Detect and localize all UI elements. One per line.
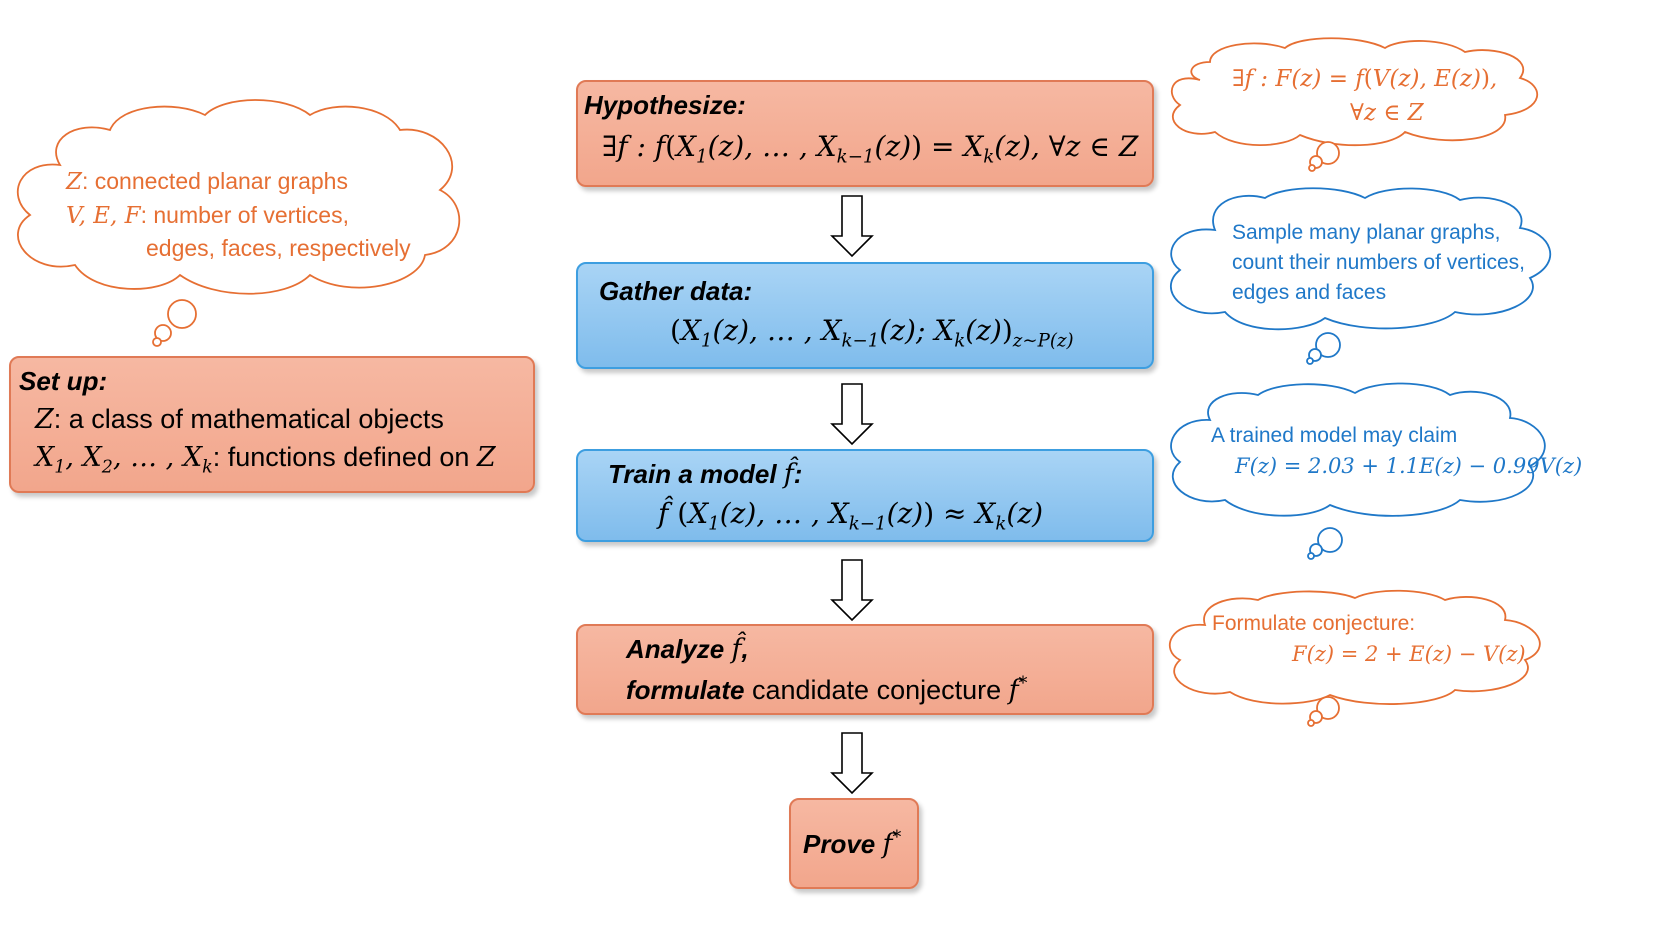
setup-line-1: Z: a class of mathematical objects: [35, 404, 444, 435]
cloud-gather-line-1: Sample many planar graphs,: [1232, 221, 1501, 244]
setup-box: Set up: Z: a class of mathematical objec…: [9, 356, 535, 493]
train-box: Train a model f̂: f̂ (X1(z), … , Xk−1(z)…: [576, 449, 1154, 542]
cloud-gather-line-3: edges and faces: [1232, 281, 1387, 304]
prove-row: Prove f*: [803, 828, 902, 860]
prove-box: Prove f*: [789, 798, 919, 889]
cloud-left: [16, 99, 461, 347]
analyze-box: Analyze f̂, formulate candidate conjectu…: [576, 624, 1154, 715]
gather-formula: (X1(z), … , Xk−1(z); Xk(z))z∼P(z): [670, 314, 1074, 352]
cloud-hypothesize-formula-2: ∀z ∈ Z: [1350, 100, 1424, 126]
cloud-gather-line-2: count their numbers of vertices,: [1232, 251, 1525, 274]
analyze-line-1: Analyze f̂,: [626, 634, 749, 665]
cloud-hypothesize: [1170, 37, 1538, 172]
cloud-train-line-1: A trained model may claim: [1211, 424, 1458, 447]
cloud-train-formula: F(z) = 2.03 + 1.1E(z) − 0.99V(z): [1235, 454, 1583, 478]
cloud-analyze-line-1: Formulate conjecture:: [1212, 612, 1416, 635]
analyze-line-2: formulate candidate conjecture f*: [626, 674, 1028, 706]
gather-title: Gather data:: [599, 276, 753, 306]
setup-line-2: X1, X2, … , Xk: functions defined on Z: [35, 442, 496, 478]
cloud-hypothesize-formula-1: ∃f : F(z) = f(V(z), E(z)),: [1232, 66, 1498, 92]
cloud-analyze: [1169, 589, 1541, 727]
gather-box: Gather data: (X1(z), … , Xk−1(z); Xk(z))…: [576, 262, 1154, 369]
arrow-3: [830, 559, 874, 622]
hypothesize-box: Hypothesize: ∃f : f(X1(z), … , Xk−1(z)) …: [576, 80, 1154, 187]
hypothesize-formula: ∃f : f(X1(z), … , Xk−1(z)) = Xk(z), ∀z ∈…: [602, 130, 1139, 168]
cloud-left-line-1: Z: connected planar graphs: [66, 168, 348, 195]
arrows: [830, 195, 874, 795]
cloud-train: [1170, 382, 1546, 560]
arrow-2: [830, 383, 874, 446]
cloud-gather: [1170, 187, 1551, 365]
arrow-4: [830, 732, 874, 795]
train-formula: f̂ (X1(z), … , Xk−1(z)) ≈ Xk(z): [658, 497, 1043, 535]
hypothesize-title: Hypothesize:: [584, 90, 746, 120]
cloud-analyze-formula: F(z) = 2 + E(z) − V(z): [1292, 642, 1526, 666]
cloud-left-line-3: edges, faces, respectively: [146, 235, 411, 261]
arrow-1: [830, 195, 874, 258]
train-title-row: Train a model f̂:: [608, 459, 803, 490]
setup-title: Set up:: [19, 366, 108, 396]
cloud-left-line-2: V, E, F: number of vertices,: [66, 202, 349, 229]
